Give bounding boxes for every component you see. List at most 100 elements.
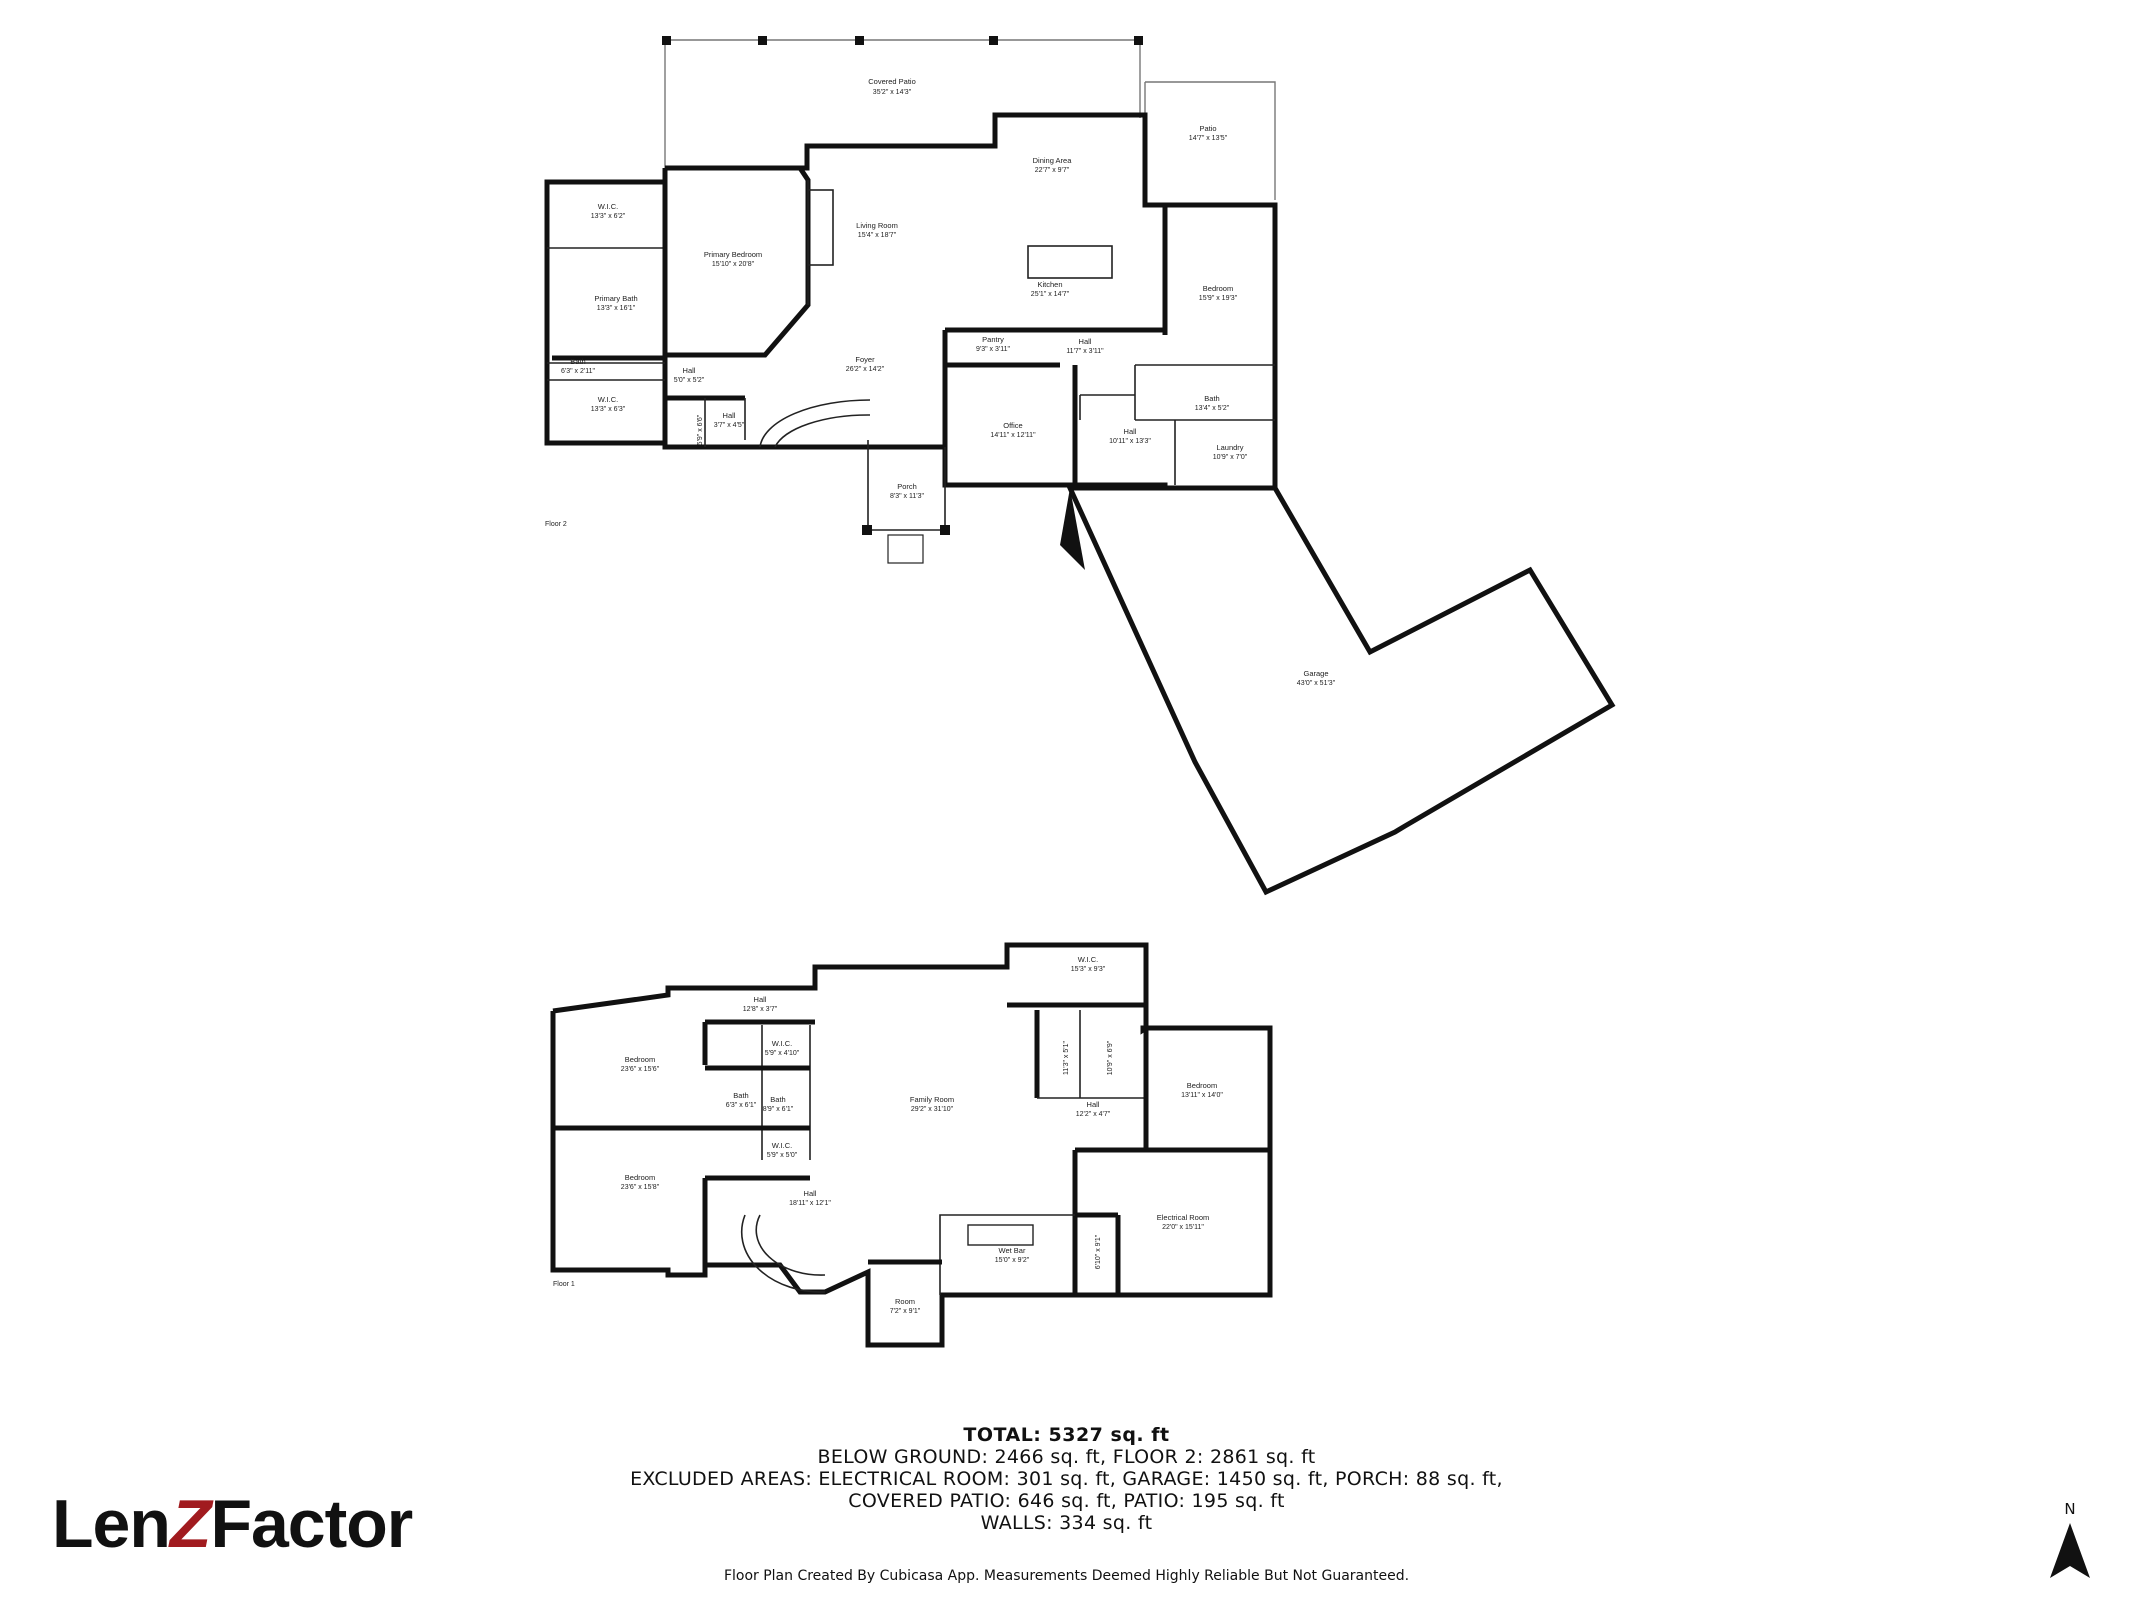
svg-text:W.I.C.: W.I.C. — [1078, 955, 1098, 964]
svg-text:5'0" x 5'2": 5'0" x 5'2" — [674, 377, 705, 384]
svg-text:Room: Room — [895, 1297, 915, 1306]
svg-text:W.I.C.: W.I.C. — [598, 395, 618, 404]
svg-text:3'7" x 4'5": 3'7" x 4'5" — [714, 422, 745, 429]
svg-text:Bath: Bath — [570, 357, 585, 366]
svg-text:Kitchen: Kitchen — [1037, 280, 1062, 289]
svg-text:Bedroom: Bedroom — [625, 1173, 655, 1182]
svg-text:14'11" x 12'11": 14'11" x 12'11" — [990, 432, 1036, 439]
svg-text:9'3" x 3'11": 9'3" x 3'11" — [976, 346, 1010, 353]
svg-text:22'7" x 9'7": 22'7" x 9'7" — [1035, 167, 1070, 174]
svg-text:5'9" x 5'0": 5'9" x 5'0" — [767, 1152, 798, 1159]
svg-text:6'3" x 2'11": 6'3" x 2'11" — [561, 368, 595, 375]
svg-text:13'3" x 6'2": 13'3" x 6'2" — [591, 213, 626, 220]
svg-text:Wet Bar: Wet Bar — [999, 1246, 1026, 1255]
svg-text:Electrical Room: Electrical Room — [1157, 1213, 1210, 1222]
svg-text:Porch: Porch — [897, 482, 917, 491]
svg-text:W.I.C.: W.I.C. — [598, 202, 618, 211]
summary-line-4: WALLS: 334 sq. ft — [980, 1512, 1153, 1534]
summary-line-1: BELOW GROUND: 2466 sq. ft, FLOOR 2: 2861… — [817, 1446, 1316, 1468]
floor-1-plan: W.I.C. 15'3" x 9'3" Hall 12'8" x 3'7" Be… — [550, 942, 1273, 1348]
svg-text:26'2" x 14'2": 26'2" x 14'2" — [846, 366, 885, 373]
svg-text:15'3" x 9'3": 15'3" x 9'3" — [1071, 966, 1106, 973]
svg-text:13'11" x 14'0": 13'11" x 14'0" — [1181, 1092, 1223, 1099]
svg-text:Hall: Hall — [1124, 427, 1137, 436]
svg-text:Dining Area: Dining Area — [1033, 156, 1073, 165]
svg-text:23'6" x 15'6": 23'6" x 15'6" — [621, 1066, 660, 1073]
total-area: TOTAL: 5327 sq. ft — [963, 1424, 1170, 1446]
svg-text:11'7" x 3'11": 11'7" x 3'11" — [1066, 348, 1104, 355]
svg-text:Patio: Patio — [1199, 124, 1216, 133]
svg-text:13'3" x 6'3": 13'3" x 6'3" — [591, 406, 626, 413]
svg-text:Living Room: Living Room — [856, 221, 898, 230]
svg-text:11'3" x 5'1": 11'3" x 5'1" — [1063, 1040, 1070, 1074]
svg-text:43'0" x 51'3": 43'0" x 51'3" — [1297, 680, 1336, 687]
svg-text:29'2" x 31'10": 29'2" x 31'10" — [911, 1106, 954, 1113]
floor-1-outer-wall — [550, 942, 1273, 1348]
svg-text:Hall: Hall — [683, 366, 696, 375]
svg-text:6'10" x 9'1": 6'10" x 9'1" — [1095, 1234, 1102, 1269]
svg-text:23'6" x 15'8": 23'6" x 15'8" — [621, 1184, 660, 1191]
summary-line-2: EXCLUDED AREAS: ELECTRICAL ROOM: 301 sq.… — [630, 1468, 1503, 1490]
svg-text:Bedroom: Bedroom — [1203, 284, 1233, 293]
porch-outline — [867, 440, 946, 531]
svg-text:10'9" x 6'9": 10'9" x 6'9" — [1107, 1040, 1114, 1075]
svg-text:15'0" x 9'2": 15'0" x 9'2" — [995, 1257, 1030, 1264]
svg-text:5'9" x 4'10": 5'9" x 4'10" — [765, 1050, 800, 1057]
svg-text:Hall: Hall — [1079, 337, 1092, 346]
svg-text:35'2" x 14'3": 35'2" x 14'3" — [873, 89, 912, 96]
north-arrow-icon — [2050, 1523, 2090, 1578]
svg-text:10'11" x 13'3": 10'11" x 13'3" — [1109, 438, 1151, 445]
room-label: Covered Patio — [868, 77, 916, 86]
svg-text:7'2" x 9'1": 7'2" x 9'1" — [890, 1308, 921, 1315]
north-label: N — [2064, 1500, 2076, 1518]
svg-text:14'7" x 13'5": 14'7" x 13'5" — [1189, 135, 1228, 142]
svg-text:5'9" x 6'6": 5'9" x 6'6" — [697, 414, 704, 445]
floor-2-outer-wall — [662, 112, 1278, 491]
garage-outline — [1066, 485, 1616, 896]
primary-suite-wall — [544, 179, 665, 446]
compass: N — [2045, 1500, 2095, 1595]
svg-text:12'2" x 4'7": 12'2" x 4'7" — [1076, 1111, 1111, 1118]
svg-text:15'9" x 19'3": 15'9" x 19'3" — [1199, 295, 1238, 302]
summary-line-3: COVERED PATIO: 646 sq. ft, PATIO: 195 sq… — [848, 1490, 1285, 1512]
svg-text:8'9" x 6'1": 8'9" x 6'1" — [763, 1106, 794, 1113]
svg-text:Hall: Hall — [754, 995, 767, 1004]
svg-text:Laundry: Laundry — [1216, 443, 1243, 452]
svg-text:6'3" x 6'1": 6'3" x 6'1" — [726, 1102, 757, 1109]
svg-text:Office: Office — [1003, 421, 1022, 430]
svg-text:8'3" x 11'3": 8'3" x 11'3" — [890, 493, 924, 500]
floor-1-label: Floor 1 — [553, 1281, 575, 1288]
area-summary: TOTAL: 5327 sq. ft BELOW GROUND: 2466 sq… — [0, 1424, 2133, 1534]
svg-text:Bath: Bath — [770, 1095, 785, 1104]
svg-text:22'0" x 15'11": 22'0" x 15'11" — [1162, 1224, 1204, 1231]
patio-outline — [1145, 81, 1276, 200]
svg-text:13'3" x 16'1": 13'3" x 16'1" — [597, 305, 636, 312]
svg-text:Hall: Hall — [804, 1189, 817, 1198]
svg-text:18'11" x 12'1": 18'11" x 12'1" — [789, 1200, 831, 1207]
svg-text:Garage: Garage — [1303, 669, 1328, 678]
svg-text:Primary Bath: Primary Bath — [594, 294, 637, 303]
svg-text:15'10" x 20'8": 15'10" x 20'8" — [712, 261, 755, 268]
svg-text:15'4" x 18'7": 15'4" x 18'7" — [858, 232, 897, 239]
disclaimer: Floor Plan Created By Cubicasa App. Meas… — [723, 1568, 1410, 1584]
svg-text:Hall: Hall — [723, 411, 736, 420]
floor-2-label: Floor 2 — [545, 521, 567, 528]
svg-text:Bedroom: Bedroom — [625, 1055, 655, 1064]
svg-text:Bedroom: Bedroom — [1187, 1081, 1217, 1090]
svg-text:Primary Bedroom: Primary Bedroom — [704, 250, 762, 259]
svg-text:W.I.C.: W.I.C. — [772, 1141, 792, 1150]
svg-text:Bath: Bath — [1204, 394, 1219, 403]
company-logo: LenZFactor — [52, 1486, 413, 1562]
svg-text:Pantry: Pantry — [982, 335, 1004, 344]
svg-text:Hall: Hall — [1087, 1100, 1100, 1109]
svg-text:12'8" x 3'7": 12'8" x 3'7" — [743, 1006, 778, 1013]
svg-text:25'1" x 14'7": 25'1" x 14'7" — [1031, 291, 1070, 298]
svg-text:13'4" x 5'2": 13'4" x 5'2" — [1195, 405, 1230, 412]
svg-text:10'9" x 7'0": 10'9" x 7'0" — [1213, 454, 1248, 461]
svg-text:W.I.C.: W.I.C. — [772, 1039, 792, 1048]
svg-text:Foyer: Foyer — [855, 355, 875, 364]
floor-2-plan: Covered Patio 35'2" x 14'3" Patio 14'7" … — [544, 36, 1616, 896]
svg-text:Family Room: Family Room — [910, 1095, 954, 1104]
svg-text:Bath: Bath — [733, 1091, 748, 1100]
